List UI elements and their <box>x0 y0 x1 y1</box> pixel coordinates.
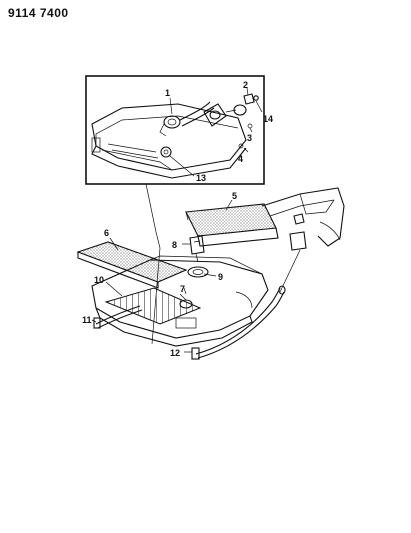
callout-3: 3 <box>247 133 252 143</box>
callout-8: 8 <box>172 240 177 250</box>
inset-leader <box>145 183 161 249</box>
inset-tank <box>91 103 247 179</box>
callout-11: 11 <box>82 315 92 325</box>
inset-sending-unit <box>159 101 215 137</box>
inset-filler-neck <box>203 103 247 127</box>
inset-fitting-13 <box>160 146 172 158</box>
body-panel <box>261 187 345 293</box>
callout-14: 14 <box>263 114 273 124</box>
tank-leader <box>151 247 161 345</box>
callout-7: 7 <box>180 284 185 294</box>
fuel-tank <box>91 255 269 347</box>
callout-1: 1 <box>165 88 170 98</box>
callout-13: 13 <box>196 173 206 183</box>
pad-6 <box>76 241 188 289</box>
strap-11 <box>93 305 143 329</box>
bracket-8 <box>189 235 205 263</box>
inset-detail-frame <box>85 75 265 185</box>
callout-2: 2 <box>243 80 248 90</box>
callout-9: 9 <box>218 272 223 282</box>
document-number: 9114 7400 <box>8 6 69 20</box>
callout-12: 12 <box>170 348 180 358</box>
callout-4: 4 <box>238 154 243 164</box>
callout-5: 5 <box>232 191 237 201</box>
pad-5 <box>185 203 279 247</box>
strap-12 <box>191 285 286 360</box>
callout-6: 6 <box>104 228 109 238</box>
callout-10: 10 <box>94 275 104 285</box>
